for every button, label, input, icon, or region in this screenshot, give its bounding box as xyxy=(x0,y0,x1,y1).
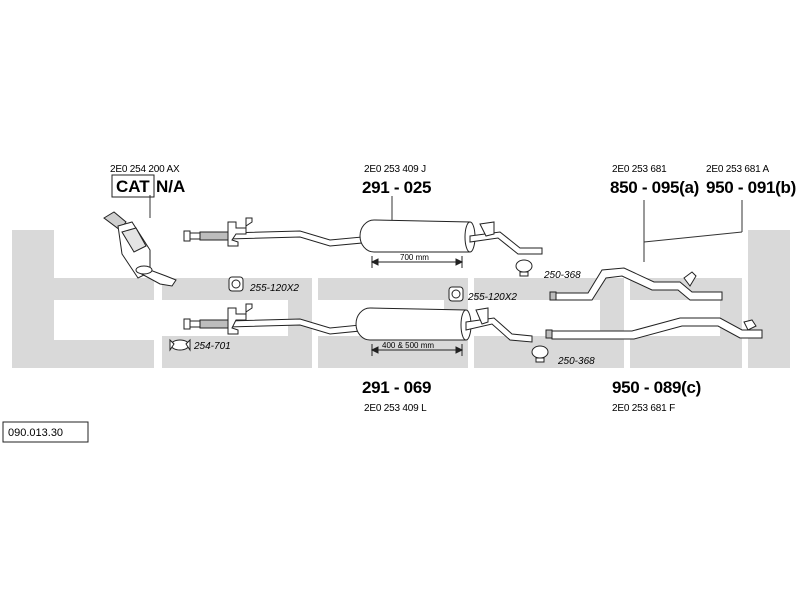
dimension-400-500mm xyxy=(370,344,464,356)
cat-label: CAT xyxy=(116,177,150,196)
dimension-700mm xyxy=(370,256,464,268)
rear-c-part-number[interactable]: 950 - 089(c) xyxy=(612,378,701,397)
front-lower-oem: 2E0 253 409 L xyxy=(364,403,427,414)
cat-label-box xyxy=(111,174,155,198)
dimension-700mm-label: 700 mm xyxy=(400,253,429,262)
front-lower-part-number[interactable]: 291 - 069 xyxy=(362,378,431,397)
reference-number: 090.013.30 xyxy=(8,427,63,439)
front-upper-oem: 2E0 253 409 J xyxy=(364,164,426,175)
pipe-clamp-lower-code: 250-368 xyxy=(557,356,595,367)
rear-c-oem: 2E0 253 681 F xyxy=(612,403,675,414)
front-pipe-upper[interactable] xyxy=(183,217,363,247)
clamp-upper-mid-code: 255-120X2 xyxy=(467,292,517,303)
clamp-icon xyxy=(448,286,464,302)
gasket-code: 254-701 xyxy=(193,341,231,352)
pipe-clamp-icon xyxy=(531,345,549,363)
cat-value: N/A xyxy=(156,177,185,196)
rear-pipe-lower[interactable] xyxy=(545,317,763,340)
middle-silencer-lower[interactable] xyxy=(355,307,533,343)
rear-b-oem: 2E0 253 681 A xyxy=(706,164,770,175)
dimension-400-500mm-label: 400 & 500 mm xyxy=(382,341,434,350)
front-upper-part-number[interactable]: 291 - 025 xyxy=(362,178,431,197)
clamp-icon xyxy=(228,276,244,292)
catalytic-converter[interactable] xyxy=(103,211,177,287)
clamp-upper-left-code: 255-120X2 xyxy=(249,283,299,294)
rear-a-oem: 2E0 253 681 xyxy=(612,164,667,175)
rear-pipe-upper[interactable] xyxy=(549,267,723,301)
pipe-clamp-icon xyxy=(515,259,533,277)
rear-leader-lines xyxy=(643,200,743,262)
rear-b-part-number[interactable]: 950 - 091(b) xyxy=(706,178,796,197)
pipe-clamp-upper-code: 250-368 xyxy=(543,270,581,281)
reference-box xyxy=(2,421,89,443)
rear-a-part-number[interactable]: 850 - 095(a) xyxy=(610,178,699,197)
gasket-icon xyxy=(169,338,191,352)
middle-silencer-upper[interactable] xyxy=(359,219,543,255)
catalytic-oem-number: 2E0 254 200 AX xyxy=(110,164,180,175)
